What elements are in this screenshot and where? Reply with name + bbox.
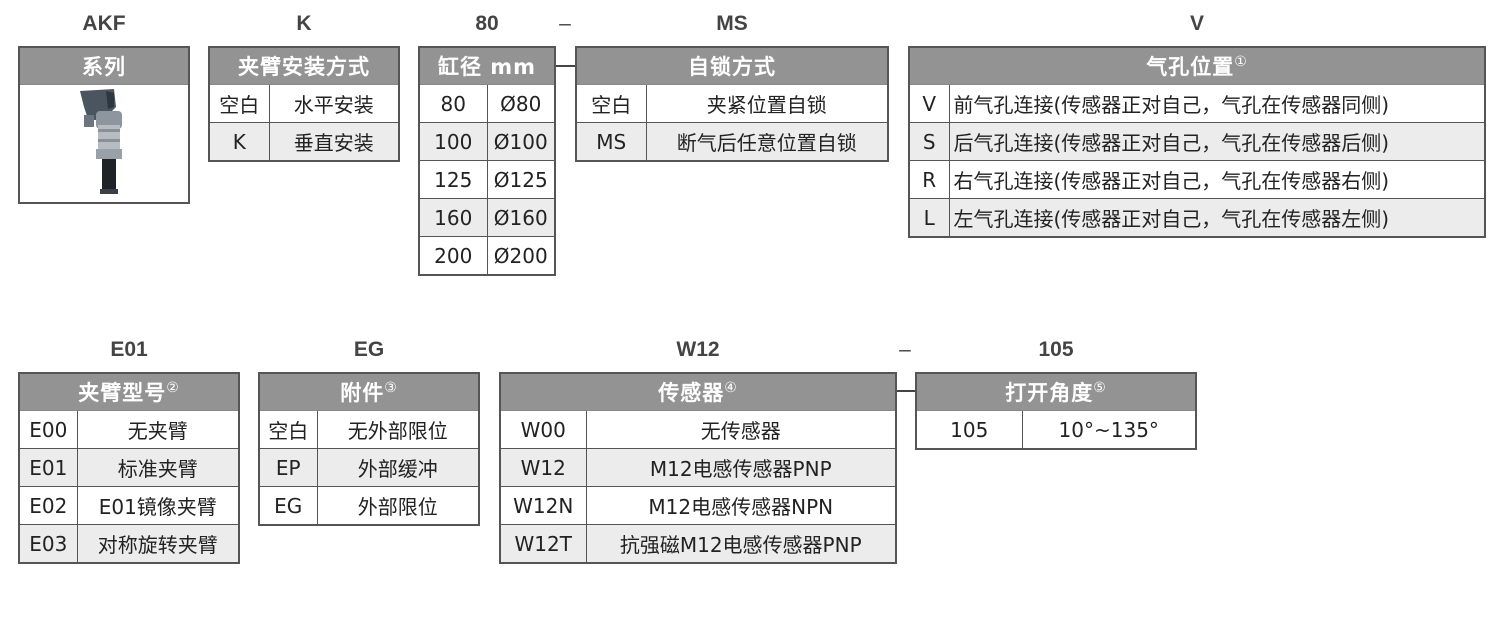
lock-desc: 断气后任意位置自锁 xyxy=(645,122,889,162)
code-dash-2: – xyxy=(899,338,911,361)
code-angle: 105 xyxy=(1038,338,1074,361)
sensor-header-label: 传感器 xyxy=(658,381,725,405)
lock-code: 空白 xyxy=(575,84,647,123)
accessory-code: EP xyxy=(258,448,318,487)
angle-clamp-cylinder-icon xyxy=(80,89,122,194)
bore-code: 200 xyxy=(418,236,488,276)
accessory-code: 空白 xyxy=(258,410,318,449)
sensor-note-mark: ④ xyxy=(724,380,738,396)
code-bore: 80 xyxy=(475,12,499,35)
port-header-label: 气孔位置 xyxy=(1146,55,1235,79)
arm-desc: 无夹臂 xyxy=(76,410,240,449)
arm-code: E02 xyxy=(18,486,78,525)
port-code: L xyxy=(908,198,950,238)
accessory-note-mark: ③ xyxy=(384,380,398,396)
arm-header: 夹臂型号② xyxy=(18,372,240,411)
lock-header: 自锁方式 xyxy=(575,46,889,85)
sensor-code: W00 xyxy=(499,410,587,449)
port-note-mark: ① xyxy=(1234,54,1248,70)
mounting-code: K xyxy=(208,122,270,162)
arm-desc: 对称旋转夹臂 xyxy=(76,524,240,564)
mounting-desc: 垂直安装 xyxy=(268,122,400,162)
accessory-desc: 外部限位 xyxy=(316,486,480,526)
bore-size: Ø80 xyxy=(486,84,556,123)
sensor-desc: M12电感传感器PNP xyxy=(585,448,897,487)
bore-size: Ø200 xyxy=(486,236,556,276)
port-desc: 右气孔连接(传感器正对自己，气孔在传感器右侧) xyxy=(948,160,1486,199)
bore-code: 80 xyxy=(418,84,488,123)
port-desc: 左气孔连接(传感器正对自己，气孔在传感器左侧) xyxy=(948,198,1486,238)
arm-code: E01 xyxy=(18,448,78,487)
series-header: 系列 xyxy=(18,46,190,85)
angle-code: 105 xyxy=(915,410,1023,450)
mounting-desc: 水平安装 xyxy=(268,84,400,123)
port-code: S xyxy=(908,122,950,161)
sensor-code: W12 xyxy=(499,448,587,487)
lock-code: MS xyxy=(575,122,647,162)
bore-header: 缸径 mm xyxy=(418,46,556,85)
bore-code: 100 xyxy=(418,122,488,161)
arm-note-mark: ② xyxy=(166,380,180,396)
bore-size: Ø125 xyxy=(486,160,556,199)
code-arm: E01 xyxy=(110,338,148,361)
bore-code: 125 xyxy=(418,160,488,199)
port-header: 气孔位置① xyxy=(908,46,1486,85)
accessory-desc: 无外部限位 xyxy=(316,410,480,449)
arm-desc: E01镜像夹臂 xyxy=(76,486,240,525)
accessory-header: 附件③ xyxy=(258,372,480,411)
angle-header-label: 打开角度 xyxy=(1005,381,1094,405)
bore-size: Ø160 xyxy=(486,198,556,237)
arm-code: E03 xyxy=(18,524,78,564)
code-accessory: EG xyxy=(353,338,385,361)
port-code: R xyxy=(908,160,950,199)
accessory-code: EG xyxy=(258,486,318,526)
port-code: V xyxy=(908,84,950,123)
accessory-desc: 外部缓冲 xyxy=(316,448,480,487)
series-table: 系列 xyxy=(18,46,190,204)
sensor-code: W12N xyxy=(499,486,587,525)
port-desc: 前气孔连接(传感器正对自己，气孔在传感器同侧) xyxy=(948,84,1486,123)
bore-size: Ø100 xyxy=(486,122,556,161)
code-sensor: W12 xyxy=(676,338,720,361)
port-desc: 后气孔连接(传感器正对自己，气孔在传感器后侧) xyxy=(948,122,1486,161)
angle-range: 10°~135° xyxy=(1021,410,1197,450)
sensor-code: W12T xyxy=(499,524,587,564)
sensor-desc: 无传感器 xyxy=(585,410,897,449)
angle-note-mark: ⑤ xyxy=(1093,380,1107,396)
series-image xyxy=(18,84,190,204)
code-mounting: K xyxy=(296,12,312,35)
sensor-desc: 抗强磁M12电感传感器PNP xyxy=(585,524,897,564)
lock-desc: 夹紧位置自锁 xyxy=(645,84,889,123)
connector-dash-2 xyxy=(897,390,915,392)
code-lock: MS xyxy=(716,12,748,35)
arm-header-label: 夹臂型号 xyxy=(78,381,167,405)
code-port: V xyxy=(1189,12,1204,35)
accessory-header-label: 附件 xyxy=(340,381,385,405)
bore-code: 160 xyxy=(418,198,488,237)
code-series: AKF xyxy=(82,12,126,35)
arm-code: E00 xyxy=(18,410,78,449)
angle-header: 打开角度⑤ xyxy=(915,372,1197,411)
sensor-header: 传感器④ xyxy=(499,372,897,411)
mounting-code: 空白 xyxy=(208,84,270,123)
mounting-header: 夹臂安装方式 xyxy=(208,46,400,85)
connector-dash-1 xyxy=(556,65,575,67)
code-dash-1: – xyxy=(559,12,571,35)
sensor-desc: M12电感传感器NPN xyxy=(585,486,897,525)
arm-desc: 标准夹臂 xyxy=(76,448,240,487)
